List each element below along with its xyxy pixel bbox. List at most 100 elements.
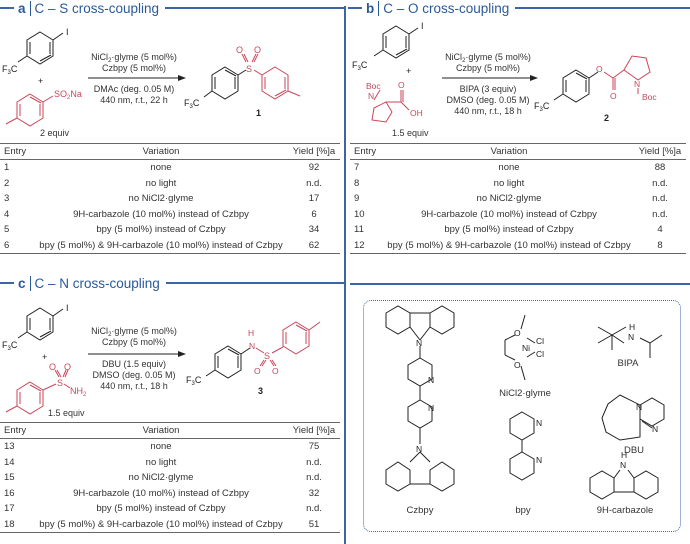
label-bipa: BIPA <box>617 358 639 369</box>
aryl-iodide-structure <box>17 31 64 65</box>
product-3-structure <box>205 321 321 379</box>
boc-proline-structure <box>371 89 410 123</box>
panel-c-title: C – N cross-coupling <box>34 275 160 291</box>
svg-text:O: O <box>596 64 603 74</box>
panel-a-title: C – S cross-coupling <box>34 0 160 16</box>
col-variation: Variation <box>384 143 634 160</box>
sulfonamide-structure <box>5 369 71 415</box>
col-entry: Entry <box>0 422 34 439</box>
svg-text:BIPA (3 equiv): BIPA (3 equiv) <box>460 84 517 94</box>
svg-text:Czbpy (5 mol%): Czbpy (5 mol%) <box>456 63 520 73</box>
panel-b-product-label: 2 <box>604 113 609 123</box>
panel-a-header: a C – S cross-coupling <box>0 0 344 16</box>
svg-text:440 nm, r.t., 18 h: 440 nm, r.t., 18 h <box>100 381 168 391</box>
svg-text:N: N <box>636 402 642 412</box>
svg-text:Cl: Cl <box>536 336 544 346</box>
col-yield: Yield [%]a <box>288 422 340 439</box>
panel-c-header: c C – N cross-coupling <box>0 275 344 291</box>
svg-text:N: N <box>249 341 255 351</box>
label-nicl2-glyme: NiCl2·glyme <box>499 388 551 399</box>
svg-text:440 nm, r.t., 22 h: 440 nm, r.t., 22 h <box>100 95 168 105</box>
svg-text:F3C: F3C <box>2 64 18 76</box>
svg-text:N: N <box>652 424 658 434</box>
col-entry: Entry <box>350 143 384 160</box>
panel-c-reagent2-equiv: 1.5 equiv <box>48 408 85 418</box>
svg-text:I: I <box>66 27 69 37</box>
svg-text:H: H <box>629 322 635 332</box>
col-variation: Variation <box>34 143 288 160</box>
svg-text:NH2: NH2 <box>70 386 87 398</box>
label-9h-carbazole: 9H-carbazole <box>596 505 654 516</box>
svg-text:O: O <box>398 80 405 90</box>
svg-text:Czbpy (5 mol%): Czbpy (5 mol%) <box>102 63 166 73</box>
svg-text:F3C: F3C <box>2 340 18 352</box>
svg-text:F3C: F3C <box>534 101 550 113</box>
aryl-iodide-structure <box>17 307 64 341</box>
svg-text:+: + <box>406 66 411 76</box>
svg-text:N: N <box>620 460 626 470</box>
col-entry: Entry <box>0 143 34 160</box>
svg-text:O: O <box>610 91 617 101</box>
svg-text:N: N <box>634 79 640 89</box>
bipa-structure <box>597 326 663 358</box>
svg-text:N: N <box>628 332 634 342</box>
svg-text:S: S <box>246 64 252 74</box>
svg-text:N: N <box>536 455 542 465</box>
nicl2-glyme-structure <box>504 314 536 381</box>
svg-text:DMSO (deg. 0.05 M): DMSO (deg. 0.05 M) <box>92 370 175 380</box>
czbpy-structure <box>385 305 455 492</box>
svg-text:Ni: Ni <box>522 343 530 353</box>
svg-text:N: N <box>368 91 374 101</box>
divider-vertical <box>344 6 346 544</box>
svg-text:F3C: F3C <box>352 60 368 72</box>
panel-a-reagent2-equiv: 2 equiv <box>40 128 70 138</box>
panel-b-title: C – O cross-coupling <box>383 0 510 16</box>
svg-text:+: + <box>42 352 47 362</box>
svg-text:H: H <box>621 450 627 460</box>
svg-text:SO2Na: SO2Na <box>54 89 82 101</box>
label-dbu: DBU <box>623 445 645 456</box>
panel-c-scheme: I F3C + S O O NH2 1.5 equiv NiCl2·glyme … <box>2 303 321 418</box>
label-bpy: bpy <box>515 505 531 516</box>
panel-a-product-label: 1 <box>256 108 261 118</box>
panel-b-scheme: I F3C + N Boc O OH 1.5 equiv NiCl2·glyme… <box>352 21 657 138</box>
svg-text:N: N <box>536 418 542 428</box>
svg-text:O: O <box>49 362 56 372</box>
panel-a-scheme: I F3C + SO2Na 2 equiv NiCl2·glyme (5 mol… <box>2 27 301 138</box>
svg-text:DMAc (deg. 0.05 M): DMAc (deg. 0.05 M) <box>94 84 175 94</box>
panel-b-reagent2-equiv: 1.5 equiv <box>392 128 429 138</box>
svg-text:O: O <box>64 362 71 372</box>
svg-text:O: O <box>514 360 521 370</box>
svg-text:O: O <box>254 366 261 376</box>
col-variation: Variation <box>34 422 288 439</box>
svg-text:OH: OH <box>410 108 423 118</box>
aryl-iodide-structure <box>373 25 419 59</box>
svg-text:N: N <box>428 375 434 385</box>
label-czbpy: Czbpy <box>406 505 434 516</box>
panel-b-letter: b <box>366 0 375 16</box>
panel-a-letter: a <box>18 0 26 16</box>
svg-text:N: N <box>416 338 422 348</box>
svg-text:DBU (1.5 equiv): DBU (1.5 equiv) <box>102 359 166 369</box>
svg-text:440 nm, r.t., 18 h: 440 nm, r.t., 18 h <box>454 106 522 116</box>
table-header-row: Entry Variation Yield [%]a <box>0 422 340 439</box>
table-header-row: Entry Variation Yield [%]a <box>0 143 340 160</box>
dbu-structure <box>601 394 665 441</box>
bpy-structure <box>509 411 535 481</box>
carbazole-structure <box>589 469 659 500</box>
